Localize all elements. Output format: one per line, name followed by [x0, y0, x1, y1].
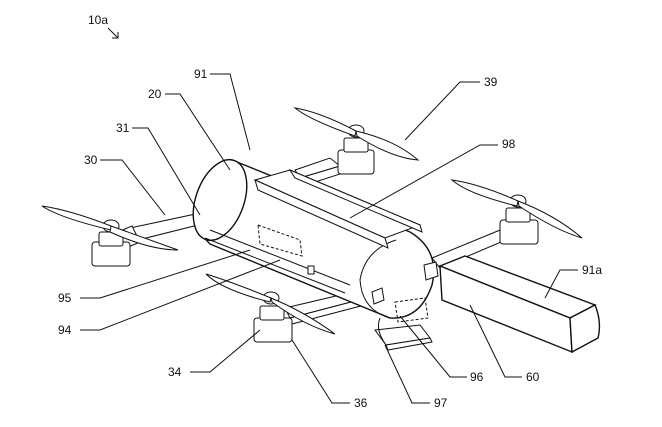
motor-right [450, 179, 583, 245]
label-34: 34 [168, 365, 182, 379]
label-97: 97 [434, 396, 448, 410]
label-20: 20 [148, 87, 162, 101]
leader-lines [80, 27, 578, 404]
motor-front-left [41, 205, 179, 267]
label-96: 96 [470, 370, 484, 384]
label-60: 60 [526, 370, 540, 384]
label-98: 98 [502, 137, 516, 151]
label-91a: 91a [582, 263, 602, 277]
reference-labels: 10a 91 39 20 31 98 30 91a 95 94 34 96 60… [58, 13, 602, 410]
label-91: 91 [194, 67, 208, 81]
fuselage [192, 158, 439, 351]
label-10a: 10a [88, 13, 108, 27]
label-94: 94 [58, 323, 72, 337]
label-95: 95 [58, 291, 72, 305]
label-31: 31 [116, 121, 130, 135]
label-30: 30 [84, 153, 98, 167]
motor-rear [293, 107, 420, 175]
motor-front [205, 273, 336, 343]
battery-pack [438, 255, 601, 354]
label-36: 36 [354, 396, 368, 410]
label-39: 39 [484, 75, 498, 89]
